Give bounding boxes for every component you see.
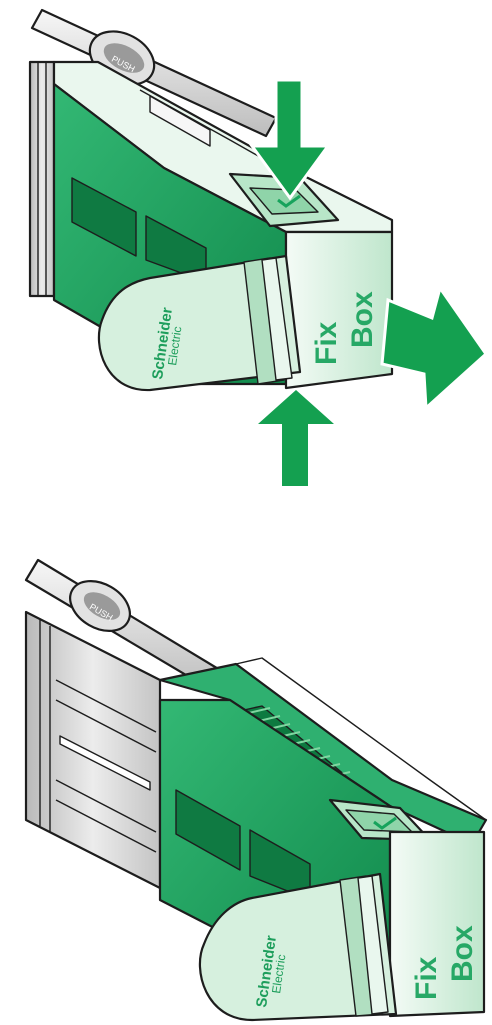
press-up-arrow xyxy=(258,390,334,486)
bottom-label-box: Box xyxy=(446,925,479,982)
bottom-rear-housing xyxy=(26,612,160,888)
top-label-box: Box xyxy=(346,291,379,348)
top-rear-housing xyxy=(30,62,54,296)
top-device: PUSH Fix Box Schneider Electric xyxy=(30,10,486,486)
bottom-label-fix: Fix xyxy=(410,956,443,1000)
top-label-fix: Fix xyxy=(310,321,343,365)
bottom-device: PUSH Fix Box Schneider Electric xyxy=(26,560,486,1020)
pull-out-arrow xyxy=(382,288,486,408)
